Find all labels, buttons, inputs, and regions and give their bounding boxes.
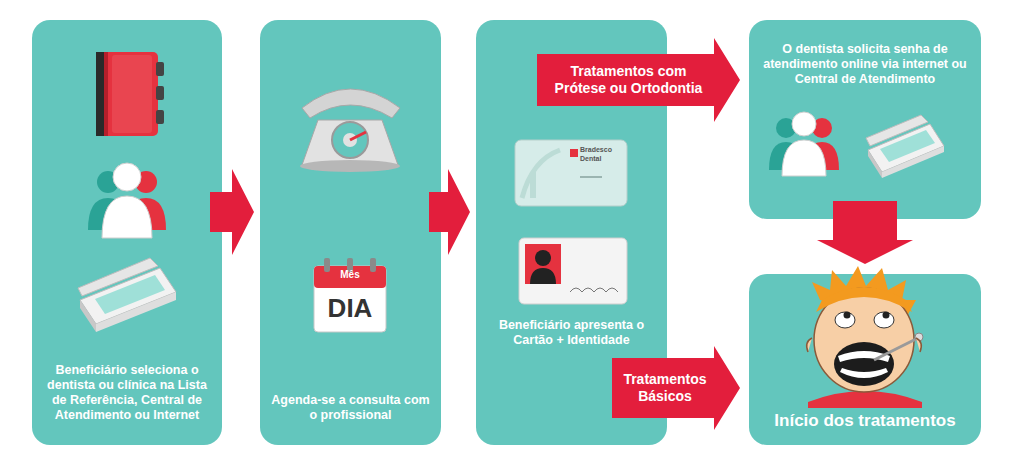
telephone-icon-part: [350, 132, 366, 140]
address-book-icon-part: [96, 52, 158, 136]
address-book-icon-part: [156, 62, 164, 76]
panel-caption: Agenda-se a consulta com o profissional: [268, 393, 433, 423]
arrow-label: Tratamentos Básicos: [617, 371, 713, 405]
process-panel: Beneficiário seleciona o dentista ou clí…: [32, 20, 222, 445]
process-panel: Início dos tratamentos: [749, 274, 981, 445]
member-card-icon: [515, 140, 627, 206]
id-card-icon: [519, 238, 627, 304]
scanner-icon-part: [868, 150, 882, 178]
member-card-icon-part: [580, 176, 602, 178]
block-arrow: [537, 38, 740, 122]
panel-caption: Beneficiário apresenta o Cartão + Identi…: [486, 318, 657, 348]
patient-illustration-part: [883, 312, 890, 319]
telephone-icon-part: [302, 89, 400, 118]
scanner-icon-part: [866, 115, 928, 146]
telephone-icon-part: [300, 160, 400, 172]
patient-illustration-part: [807, 338, 812, 352]
telephone-icon-part: [302, 120, 398, 165]
patient-illustration: [807, 266, 923, 408]
address-book-icon-part: [104, 52, 108, 136]
id-card-icon-part: [570, 288, 618, 292]
patient-illustration-part: [874, 338, 918, 360]
patient-illustration-part: [816, 287, 912, 312]
block-arrow: [817, 201, 913, 264]
id-card-icon-part: [535, 250, 551, 266]
people-icon-part: [102, 196, 152, 238]
panel-shape: [260, 20, 441, 445]
patient-illustration-part: [814, 288, 914, 392]
address-book-icon-part: [112, 55, 152, 133]
id-card-icon-part: [525, 244, 561, 284]
calendar-month: Mês: [314, 269, 386, 281]
patient-illustration-part: [834, 342, 894, 386]
patient-illustration-part: [916, 338, 921, 352]
id-card-icon-part: [530, 268, 556, 284]
id-card-icon-part: [519, 238, 627, 304]
calendar-icon-part: [314, 266, 386, 332]
address-book-icon-part: [156, 86, 164, 100]
panel-caption: Beneficiário seleciona o dentista ou clí…: [40, 363, 214, 423]
panel-caption: Início dos tratamentos: [757, 411, 973, 431]
card-brand: Bradesco: [580, 146, 620, 154]
member-card-icon-part: [570, 149, 578, 157]
panel-shape: [749, 20, 981, 219]
people-icon: [88, 163, 166, 238]
scanner-icon-part: [80, 300, 96, 332]
calendar-icon: [314, 258, 386, 332]
scanner-icon-part: [78, 258, 158, 296]
panel-shape: [32, 20, 222, 445]
block-arrow: [429, 169, 470, 255]
calendar-day: DIA: [314, 294, 386, 324]
block-arrow: [612, 346, 740, 430]
telephone-icon: [300, 89, 400, 172]
scanner-icon: [78, 258, 176, 332]
calendar-icon-part: [324, 258, 330, 272]
address-book-icon-part: [156, 110, 164, 124]
scanner-icon: [866, 115, 944, 178]
patient-illustration-part: [808, 391, 922, 408]
patient-illustration-part: [835, 312, 855, 328]
member-card-icon-part: [530, 172, 536, 198]
block-arrow: [210, 169, 254, 255]
process-panel: O dentista solicita senha de atendimento…: [749, 20, 981, 219]
panel-shape: [749, 274, 981, 445]
patient-illustration-part: [840, 368, 888, 378]
people-icon-part: [782, 140, 826, 176]
address-book-icon: [96, 52, 164, 136]
people-icon: [769, 112, 839, 176]
patient-illustration-part: [874, 312, 894, 328]
calendar-icon-part: [370, 258, 376, 272]
people-icon-part: [113, 163, 141, 191]
member-card-icon-part: [522, 150, 560, 198]
people-icon-part: [792, 112, 816, 136]
arrow-label: Tratamentos com Prótese ou Ortodontia: [545, 63, 712, 97]
patient-illustration-part: [844, 312, 851, 319]
panel-caption: O dentista solicita senha de atendimento…: [759, 42, 971, 87]
member-card-icon-part: [515, 140, 627, 206]
card-brand: Dental: [580, 155, 620, 163]
process-panel: Agenda-se a consulta com o profissional: [260, 20, 441, 445]
telephone-icon-part: [332, 122, 368, 158]
